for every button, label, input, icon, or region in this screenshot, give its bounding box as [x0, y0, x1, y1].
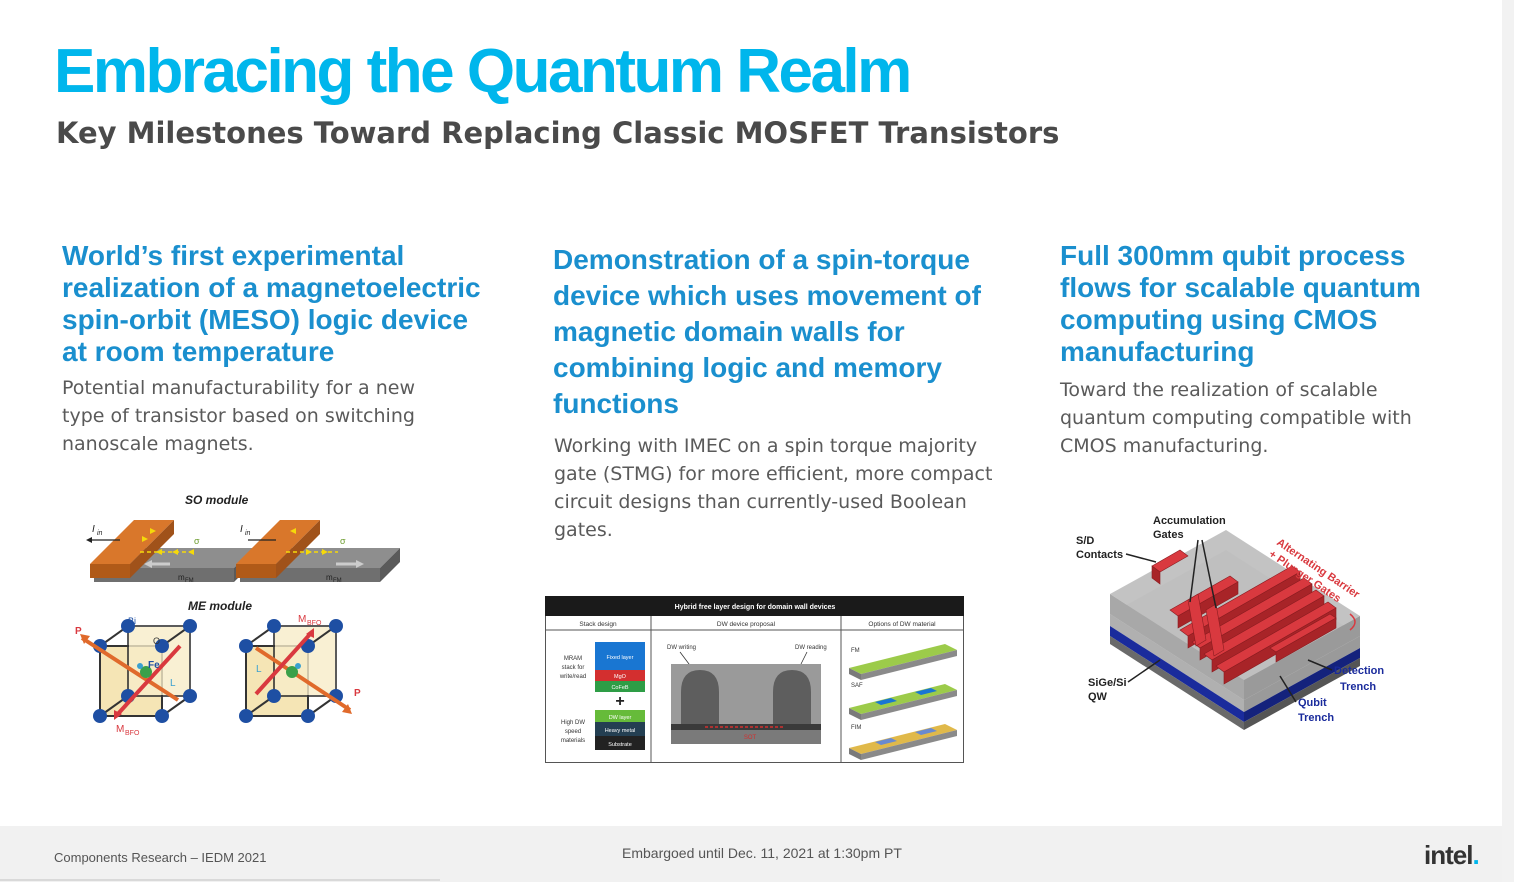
svg-text:BFO: BFO — [125, 730, 140, 737]
svg-text:stack for: stack for — [562, 665, 585, 671]
meso-figure: SO module I in σ m FM — [70, 488, 400, 738]
qubit-heading: Full 300mm qubit process flows for scala… — [1060, 240, 1421, 367]
meso-description: Potential manufacturability for a new ty… — [62, 377, 415, 455]
svg-text:speed: speed — [565, 729, 581, 735]
saf-strip — [849, 684, 957, 720]
svg-text:SOT: SOT — [744, 735, 757, 741]
svg-text:σ: σ — [194, 536, 200, 546]
svg-text:SiGe/Si: SiGe/Si — [1088, 677, 1127, 689]
svg-text:DW layer: DW layer — [609, 715, 632, 721]
so-device-left: I in σ m FM — [86, 520, 254, 584]
svg-text:Trench: Trench — [1298, 712, 1334, 724]
svg-text:DW writing: DW writing — [667, 645, 696, 651]
svg-text:Fixed layer: Fixed layer — [607, 655, 634, 661]
svg-text:M: M — [298, 614, 306, 625]
right-edge-strip — [1502, 0, 1514, 882]
svg-text:in: in — [97, 530, 103, 537]
svg-text:S/D: S/D — [1076, 535, 1094, 547]
slide-subtitle: Key Milestones Toward Replacing Classic … — [56, 116, 1060, 150]
intel-logo-text: intel — [1424, 840, 1473, 870]
svg-text:FM: FM — [333, 578, 342, 584]
intel-logo-dot: . — [1472, 840, 1479, 870]
svg-text:CoFeB: CoFeB — [611, 685, 628, 691]
slide-title: Embracing the Quantum Realm — [54, 37, 912, 106]
footer-bar — [0, 826, 1502, 882]
footer-embargo: Embargoed until Dec. 11, 2021 at 1:30pm … — [622, 845, 902, 861]
svg-text:m: m — [178, 573, 185, 582]
svg-text:Stack design: Stack design — [579, 621, 617, 628]
svg-text:write/read: write/read — [559, 674, 586, 680]
so-device-right: I in σ m FM — [236, 520, 400, 584]
svg-text:BFO: BFO — [307, 620, 322, 627]
svg-text:MRAM: MRAM — [564, 656, 582, 662]
fim-strip — [849, 724, 957, 760]
qubit-figure: Accumulation Gates S/D Contacts Alternat… — [1070, 510, 1400, 730]
svg-text:Substrate: Substrate — [608, 742, 632, 748]
svg-text:P: P — [354, 688, 361, 699]
svg-text:M: M — [116, 724, 124, 735]
svg-text:Bi: Bi — [128, 616, 136, 626]
intel-logo: intel. — [1424, 840, 1480, 871]
footer-underline — [0, 879, 440, 881]
svg-text:DW reading: DW reading — [795, 645, 827, 651]
me-module-label: ME module — [188, 599, 252, 613]
svg-text:materials: materials — [561, 738, 585, 744]
svg-text:in: in — [245, 530, 251, 537]
svg-text:P: P — [75, 626, 82, 637]
svg-text:I: I — [240, 524, 243, 535]
domain-wall-figure: Hybrid free layer design for domain wall… — [545, 596, 965, 764]
svg-text:Contacts: Contacts — [1076, 549, 1123, 561]
svg-text:m: m — [326, 573, 333, 582]
spin-torque-heading: Demonstration of a spin-torque device wh… — [553, 244, 981, 419]
fm-strip — [849, 644, 957, 680]
svg-text:MgO: MgO — [614, 674, 627, 680]
footer-source: Components Research – IEDM 2021 — [54, 850, 267, 865]
svg-text:+: + — [615, 693, 624, 710]
svg-text:O: O — [153, 636, 160, 646]
svg-text:Fe: Fe — [148, 660, 160, 671]
svg-text:DW device proposal: DW device proposal — [717, 621, 776, 628]
svg-text:Heavy metal: Heavy metal — [605, 728, 636, 734]
svg-text:FM: FM — [851, 648, 860, 654]
svg-text:Hybrid free layer design for d: Hybrid free layer design for domain wall… — [675, 604, 836, 611]
me-cube-right: P L M BFO — [239, 614, 361, 723]
svg-text:Accumulation: Accumulation — [1153, 515, 1226, 527]
svg-text:FIM: FIM — [851, 725, 861, 731]
svg-text:I: I — [92, 524, 95, 535]
svg-text:Gates: Gates — [1153, 529, 1184, 541]
me-cube-left: P Bi O Fe L M BFO — [75, 616, 197, 737]
svg-text:Options of DW material: Options of DW material — [868, 621, 936, 628]
svg-text:σ: σ — [340, 536, 346, 546]
qubit-description: Toward the realization of scalable quant… — [1060, 379, 1412, 457]
svg-text:FM: FM — [185, 578, 194, 584]
spin-torque-description: Working with IMEC on a spin torque major… — [554, 435, 993, 541]
svg-text:High DW: High DW — [561, 720, 585, 726]
svg-text:Trench: Trench — [1340, 681, 1376, 693]
svg-text:L: L — [256, 664, 262, 675]
svg-text:Qubit: Qubit — [1298, 697, 1327, 709]
svg-text:SAF: SAF — [851, 683, 863, 689]
svg-text:Detection: Detection — [1334, 665, 1384, 677]
svg-text:QW: QW — [1088, 691, 1108, 703]
svg-text:L: L — [170, 678, 176, 689]
so-module-label: SO module — [185, 493, 249, 507]
meso-heading: World’s first experimental realization o… — [62, 240, 481, 367]
